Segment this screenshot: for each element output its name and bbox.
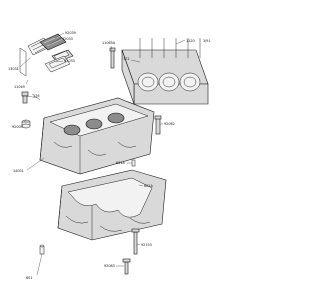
stud-bolt bbox=[109, 47, 116, 69]
label-176: 176 bbox=[33, 94, 39, 98]
label-11065A: 11065A bbox=[102, 41, 116, 45]
label-92039: 92039 bbox=[65, 31, 76, 35]
label-92033b: 92033 bbox=[64, 59, 75, 63]
crankcase-bolt bbox=[131, 228, 140, 255]
crankcase-lower-half bbox=[57, 169, 167, 241]
label-92153: 92153 bbox=[141, 243, 152, 247]
plug-cap bbox=[21, 119, 31, 129]
label-601A-upper: 601A bbox=[116, 161, 125, 165]
reed-valve-bracket bbox=[19, 47, 27, 77]
label-92033: 92033 bbox=[62, 37, 73, 41]
label-92083: 92083 bbox=[104, 264, 115, 268]
label-601A-lower: 601A bbox=[144, 184, 153, 188]
breather-fitting bbox=[21, 91, 39, 104]
label-601: 601 bbox=[26, 276, 32, 280]
leader-lines bbox=[19, 32, 186, 276]
label-92009: 92009 bbox=[12, 125, 23, 129]
page-code: 3/91 bbox=[203, 39, 211, 43]
label-172: 172 bbox=[123, 57, 129, 61]
label-92062: 92062 bbox=[164, 122, 175, 126]
crankcase-parts-diagram: 3/91 bbox=[8, 31, 211, 280]
pipe-fitting bbox=[154, 115, 162, 135]
drain-bolt bbox=[122, 258, 131, 275]
label-1120: 1120 bbox=[186, 39, 195, 43]
cylinder-block bbox=[121, 38, 209, 105]
dowel-pin-bottom bbox=[39, 244, 45, 255]
reed-valve-block bbox=[39, 33, 67, 51]
crankcase-upper-half bbox=[39, 97, 155, 175]
label-11049: 11049 bbox=[14, 85, 25, 89]
label-13031: 13031 bbox=[8, 67, 19, 71]
reed-valve-gasket bbox=[44, 55, 71, 73]
dowel-pin-upper bbox=[131, 159, 136, 167]
label-14001: 14001 bbox=[13, 169, 24, 173]
